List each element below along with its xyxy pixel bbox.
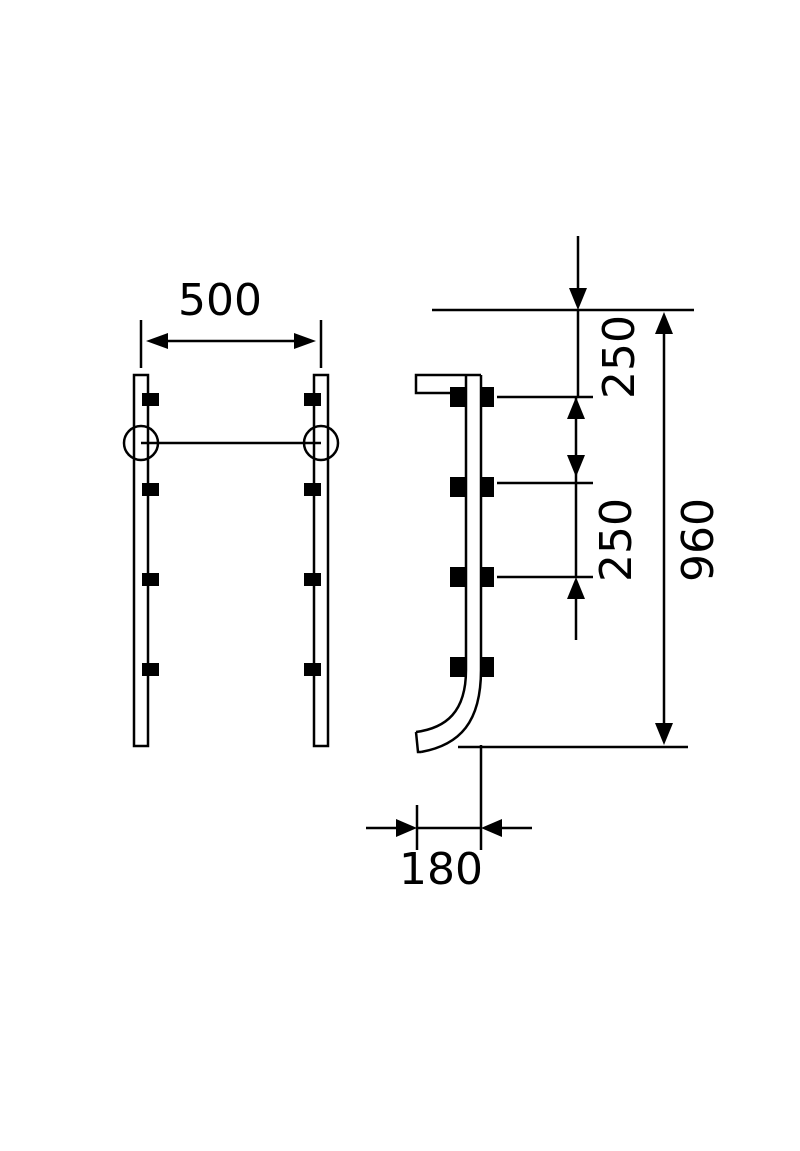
step-spacing-dimension: [567, 397, 585, 640]
arrow-down-icon: [655, 723, 673, 745]
step-block: [450, 477, 466, 497]
step-block: [450, 567, 466, 587]
side-rail-inner: [420, 375, 483, 754]
foot-end: [414, 731, 421, 754]
side-step-blocks: [450, 387, 494, 677]
step-block: [481, 477, 494, 497]
width-label: 500: [178, 275, 262, 326]
arrow-down-icon: [567, 455, 585, 477]
step-block: [450, 657, 466, 677]
arrow-up-icon: [655, 312, 673, 334]
top-offset-dimension: [569, 236, 587, 397]
arrow-right-icon: [294, 333, 316, 349]
depth-label: 180: [399, 844, 483, 895]
step-mount: [142, 483, 159, 496]
arrow-down-icon: [569, 288, 587, 310]
total-height-label: 960: [673, 498, 724, 582]
left-rail: [132, 373, 150, 748]
right-rail-fitting: [302, 424, 340, 462]
side-view: [366, 236, 694, 850]
arrow-left-icon: [481, 819, 502, 837]
step-mount: [142, 573, 159, 586]
arrow-right-icon: [396, 819, 417, 837]
arrow-up-icon: [567, 577, 585, 599]
width-dimension: [139, 320, 323, 368]
step-block: [481, 567, 494, 587]
step-block: [450, 387, 466, 407]
total-height-dimension: [655, 312, 673, 745]
step-block: [481, 657, 494, 677]
step-mount: [304, 573, 321, 586]
step-mounts: [142, 393, 321, 676]
front-view: [122, 320, 340, 748]
step-spacing-label: 250: [591, 498, 642, 582]
top-offset-label: 250: [594, 315, 645, 399]
arrow-up-icon: [567, 397, 585, 419]
step-mount: [142, 393, 159, 406]
depth-dimension: [366, 745, 532, 850]
step-mount: [304, 483, 321, 496]
side-rail: [415, 375, 468, 734]
step-mount: [304, 393, 321, 406]
step-mount: [304, 663, 321, 676]
left-rail-fitting: [122, 424, 160, 462]
top-hook: [414, 373, 466, 395]
step-block: [481, 387, 494, 407]
step-mount: [142, 663, 159, 676]
arrow-left-icon: [146, 333, 168, 349]
right-rail: [312, 373, 330, 748]
